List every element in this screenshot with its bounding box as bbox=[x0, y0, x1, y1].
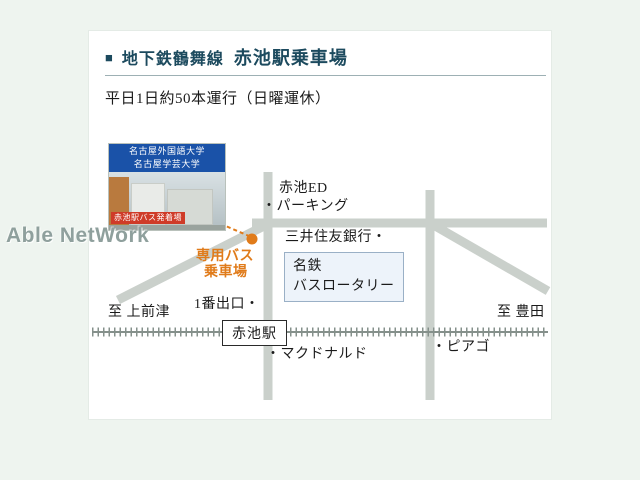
ground-strip bbox=[109, 225, 225, 230]
label-parking: ・パーキング bbox=[262, 199, 349, 214]
bus-stop-dot bbox=[246, 233, 258, 245]
photo-caption: 赤池駅バス発着場 bbox=[111, 212, 185, 224]
campus-photo: 名古屋外国語大学 名古屋学芸大学 赤池駅バス発着場 bbox=[108, 143, 226, 231]
bus-stop-connector-line bbox=[213, 220, 250, 237]
station-boarding-title: 赤池駅乗車場 bbox=[233, 48, 348, 68]
meitetsu-bus-rotary-box: 名鉄 バスロータリー bbox=[284, 252, 404, 302]
service-frequency-note: 平日1日約50本運行（日曜運休） bbox=[105, 91, 331, 107]
dedicated-bus-stop-label: 専用バス 乗車場 bbox=[196, 249, 254, 281]
title-divider bbox=[105, 75, 546, 76]
university-name-2: 名古屋学芸大学 bbox=[133, 159, 201, 169]
akaike-station-label: 赤池駅 bbox=[232, 327, 277, 342]
page-title: ■ 地下鉄鶴舞線赤池駅乗車場 bbox=[105, 44, 348, 70]
label-piago: ・ピアゴ bbox=[432, 340, 490, 355]
photo-image: 赤池駅バス発着場 bbox=[109, 172, 225, 230]
label-mcdonalds: ・マクドナルド bbox=[266, 347, 368, 362]
road-diagonal-left bbox=[115, 219, 271, 305]
title-square-icon: ■ bbox=[105, 50, 113, 65]
university-name-1: 名古屋外国語大学 bbox=[128, 146, 205, 156]
road-diagonal-right bbox=[427, 219, 551, 295]
rotary-label-line2: バスロータリー bbox=[293, 279, 395, 294]
rotary-label-line1: 名鉄 bbox=[293, 259, 322, 274]
label-akaike-ed: 赤池ED bbox=[279, 181, 328, 196]
label-smbc-bank: 三井住友銀行・ bbox=[285, 230, 387, 245]
bus-stop-label-line1: 専用バス bbox=[196, 249, 254, 264]
bus-stop-label-line2: 乗車場 bbox=[204, 265, 248, 280]
label-exit-1: 1番出口・ bbox=[194, 297, 260, 312]
able-network-watermark: Able NetWork bbox=[6, 224, 150, 247]
akaike-station-box: 赤池駅 bbox=[222, 320, 287, 346]
subway-line-name: 地下鉄鶴舞線 bbox=[121, 51, 224, 68]
label-to-kamimaezu: 至 上前津 bbox=[108, 305, 170, 320]
photo-banner: 名古屋外国語大学 名古屋学芸大学 bbox=[109, 144, 225, 172]
label-to-toyota: 至 豊田 bbox=[497, 305, 545, 320]
